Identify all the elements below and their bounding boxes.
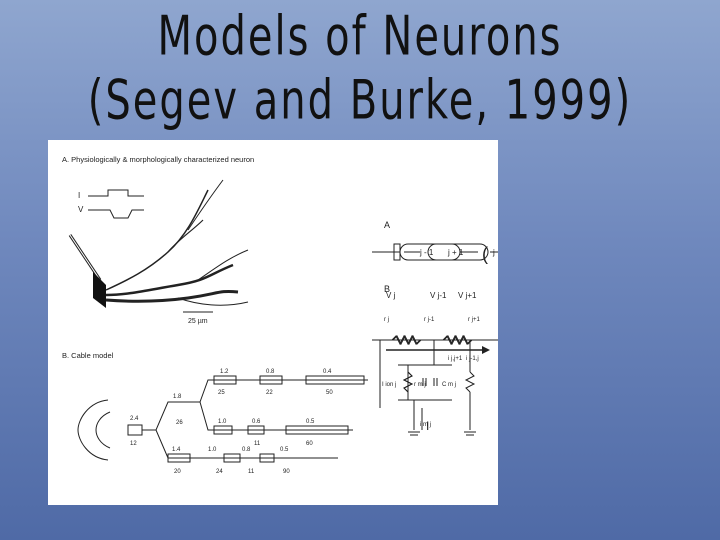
right-panel-b-label: B [384,284,390,294]
current-label: i j,j+1 [448,356,463,362]
slide-title-line2: (Segev and Burke, 1999) [87,70,633,133]
voltage-label: V j-1 [430,291,447,300]
segment-j-plus-1 [427,243,489,261]
cable-soma-outline [77,399,109,461]
slide-title-line1: Models of Neurons [157,6,563,69]
membrane-resistance-label: r m j [414,382,426,388]
cable-num: 12 [130,441,137,447]
compartment-drawing: j + 1 V j V j+1 r j r j+1 i j,j+1 I ion … [372,243,498,436]
electrode-i-label: I [78,191,80,200]
dendrite-branch-4 [197,249,249,281]
injected-current-label: I [426,419,429,433]
panel-a-label: A. Physiologically & morphologically cha… [62,155,254,164]
membrane-capacitance-label: C m j [442,382,456,388]
cable-num: 1.4 [172,447,181,453]
neuron-model-figure: A. Physiologically & morphologically cha… [48,140,498,505]
cable-num: 1.2 [220,369,229,375]
cable-segment [223,453,241,463]
cable-num: 0.5 [306,419,315,425]
axial-resistor [443,334,473,346]
voltage-label: V j [386,291,396,300]
segment-end [393,243,401,261]
cable-segment [247,425,265,435]
soma [93,272,106,308]
cable-num: 90 [283,469,290,475]
ion-current-label: I ion j [382,382,396,388]
cable-num: 1.0 [218,419,227,425]
cable-upper-branch [142,379,368,431]
cable-soma-compartment [127,424,143,436]
cable-num: 20 [174,469,181,475]
cable-segment [259,453,275,463]
cable-lower-branch [155,429,338,459]
voltage-trace [88,209,144,219]
scale-label: 25 µm [188,318,208,325]
dendrite-branch-3 [177,297,249,306]
cable-num: 1.8 [173,394,182,400]
cable-num: 50 [326,390,333,396]
dendrite-lower [105,290,239,303]
cable-segment [305,375,365,385]
cable-num: 22 [266,390,273,396]
segment-label: j - 1 [419,248,434,257]
resistance-label: r j+1 [468,317,481,323]
cable-num: 1.0 [208,447,217,453]
current-step-trace [88,189,144,197]
current-label: i j-1,j [466,356,479,362]
voltage-label: V j+1 [458,291,477,300]
cable-num: 0.8 [266,369,275,375]
cable-num: 11 [254,441,261,447]
cable-num: 60 [306,441,313,447]
axial-resistor [391,334,421,346]
right-panel-a-label: A [384,220,390,230]
cable-segment [285,425,349,435]
membrane-resistor [464,371,476,393]
dendrite-middle [105,263,234,297]
cable-soma-inner [95,411,111,449]
dendrite-apical [105,189,209,291]
cable-num: 11 [248,469,255,475]
cable-num: 0.4 [323,369,332,375]
cable-num: 26 [176,420,183,426]
compartment-diagram: j + 1 V j V j+1 r j r j+1 i j,j+1 I ion … [372,140,498,505]
cable-num: 0.8 [242,447,251,453]
cable-num: 24 [216,469,223,475]
panel-b-label: B. Cable model [62,351,114,360]
cable-segment [213,425,233,435]
cable-segment [259,375,283,385]
dendrite-branch-2 [187,179,224,231]
cable-segment [213,375,237,385]
resistance-label: r j [384,317,389,323]
figure-drawing: A. Physiologically & morphologically cha… [62,155,498,475]
membrane-current-label: i m j [420,422,431,428]
electrode-v-label: V [78,205,84,214]
electrode-core [69,234,101,281]
resistance-label: r j-1 [424,317,435,323]
dendrite-branch-1 [167,219,204,253]
segment-label: j + 1 [447,248,464,257]
cable-num: 0.6 [252,419,261,425]
cable-num: 2.4 [130,416,139,422]
membrane-resistor [402,371,414,393]
arrowhead-icon [482,346,490,354]
cable-num: 0.5 [280,447,289,453]
cable-middle-branch [199,401,353,431]
cable-num: 25 [218,390,225,396]
segment-j-bracket: ( [482,244,488,264]
cable-segment [167,453,191,463]
